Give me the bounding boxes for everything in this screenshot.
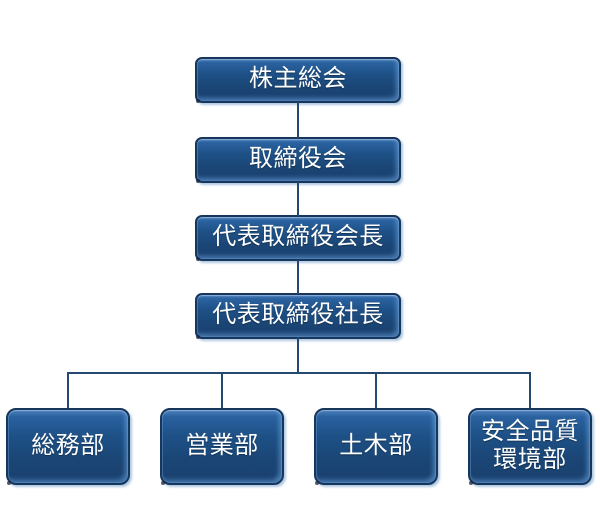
node-safety-quality-environment-dept-label: 安全品質 環境部: [481, 418, 579, 473]
node-representative-director-chairman-label: 代表取締役会長: [212, 224, 384, 251]
node-civil-engineering-dept-label: 土木部: [339, 432, 413, 459]
node-general-affairs-dept: 総務部: [6, 408, 130, 485]
node-shareholders-meeting: 株主総会: [195, 57, 401, 103]
connector-chairman-to-president: [297, 260, 299, 294]
node-representative-director-president: 代表取締役社長: [195, 293, 401, 339]
connector-shareholders-to-board: [297, 102, 299, 138]
connector-board-to-chairman: [297, 182, 299, 216]
node-general-affairs-dept-label: 総務部: [31, 432, 105, 459]
node-civil-engineering-dept: 土木部: [314, 408, 438, 485]
node-board-of-directors-label: 取締役会: [249, 146, 347, 173]
node-representative-director-president-label: 代表取締役社長: [212, 302, 384, 329]
connector-president-to-branch: [297, 337, 299, 374]
connector-branch-line: [67, 372, 531, 374]
connector-branch-to-safety-quality-environment: [529, 372, 531, 409]
connector-branch-to-sales: [221, 372, 223, 409]
node-shareholders-meeting-label: 株主総会: [249, 66, 347, 93]
node-safety-quality-environment-dept: 安全品質 環境部: [468, 408, 592, 485]
connector-branch-to-general-affairs: [67, 372, 69, 409]
node-representative-director-chairman: 代表取締役会長: [195, 215, 401, 261]
connector-branch-to-civil-engineering: [375, 372, 377, 409]
node-sales-dept-label: 営業部: [185, 432, 259, 459]
node-sales-dept: 営業部: [160, 408, 284, 485]
node-board-of-directors: 取締役会: [195, 137, 401, 183]
